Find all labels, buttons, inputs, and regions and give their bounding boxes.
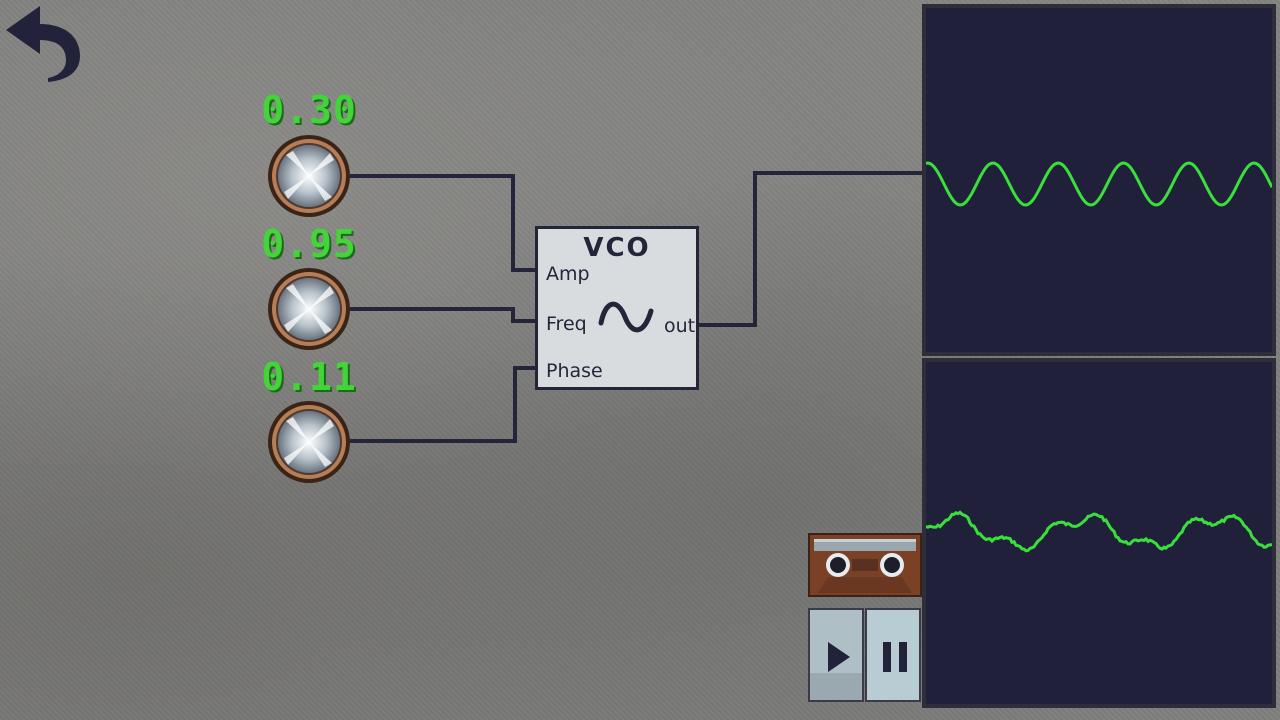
wire-amp	[350, 174, 540, 272]
back-arrow-icon[interactable]	[0, 0, 90, 90]
freq-input-label: Freq	[546, 313, 587, 335]
amp-input-label: Amp	[546, 263, 590, 285]
wire-phase	[350, 366, 540, 443]
freq-value-readout: 0.95	[261, 222, 357, 266]
pause-icon	[883, 642, 907, 672]
amp-knob[interactable]	[266, 133, 352, 219]
pause-button[interactable]	[865, 608, 921, 702]
freq-knob[interactable]	[266, 266, 352, 352]
cassette-tape-icon[interactable]	[808, 533, 922, 597]
phase-input-label: Phase	[546, 360, 603, 382]
target-waveform	[926, 510, 1272, 553]
phase-value-readout: 0.11	[261, 355, 357, 399]
transport-controls	[808, 608, 922, 702]
play-button[interactable]	[808, 608, 864, 702]
output-waveform	[926, 161, 1272, 207]
output-oscilloscope	[922, 4, 1276, 356]
vco-title: VCO	[583, 233, 651, 263]
wire-out	[696, 171, 926, 327]
wire-freq	[350, 307, 540, 323]
amp-value-readout: 0.30	[261, 88, 357, 132]
vco-module[interactable]: VCO Amp Freq Phase out	[535, 226, 699, 390]
play-icon	[828, 642, 850, 672]
target-oscilloscope	[922, 358, 1276, 708]
sine-wave-icon	[598, 301, 654, 333]
out-output-label: out	[664, 315, 696, 337]
phase-knob[interactable]	[266, 399, 352, 485]
